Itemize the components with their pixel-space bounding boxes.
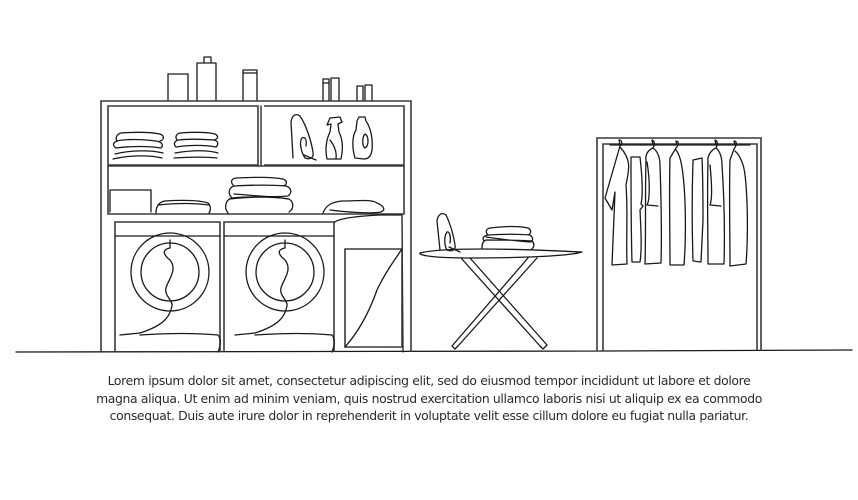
folded-towel-stacks-middle bbox=[155, 176, 385, 214]
caption-line-3: consequat. Duis aute irure dolor in repr… bbox=[109, 408, 749, 423]
steam-iron-on-shelf bbox=[290, 114, 317, 161]
washing-machine-right bbox=[223, 221, 335, 353]
washing-machine-left bbox=[114, 221, 221, 353]
shelving-unit bbox=[100, 100, 412, 352]
folded-clothes-on-board bbox=[481, 225, 535, 250]
folded-towel-stacks bbox=[112, 131, 219, 160]
iron-on-board bbox=[436, 213, 461, 253]
caption-line-2: magna aliqua. Ut enim ad minim veniam, q… bbox=[96, 390, 762, 406]
caption-text: Lorem ipsum dolor sit amet, consectetur … bbox=[60, 372, 798, 425]
laundry-cabinet bbox=[334, 214, 404, 353]
detergent-jug bbox=[352, 116, 373, 160]
hanging-shirts bbox=[604, 139, 751, 267]
laundry-room-illustration bbox=[15, 56, 853, 353]
caption-line-1: Lorem ipsum dolor sit amet, consectetur … bbox=[107, 373, 751, 388]
ironing-board bbox=[419, 248, 583, 350]
detergent-bottles-on-top bbox=[167, 56, 373, 102]
floor-line bbox=[15, 349, 853, 353]
spray-bottle bbox=[325, 116, 343, 160]
storage-box bbox=[109, 189, 152, 213]
clothes-rack bbox=[596, 137, 762, 351]
